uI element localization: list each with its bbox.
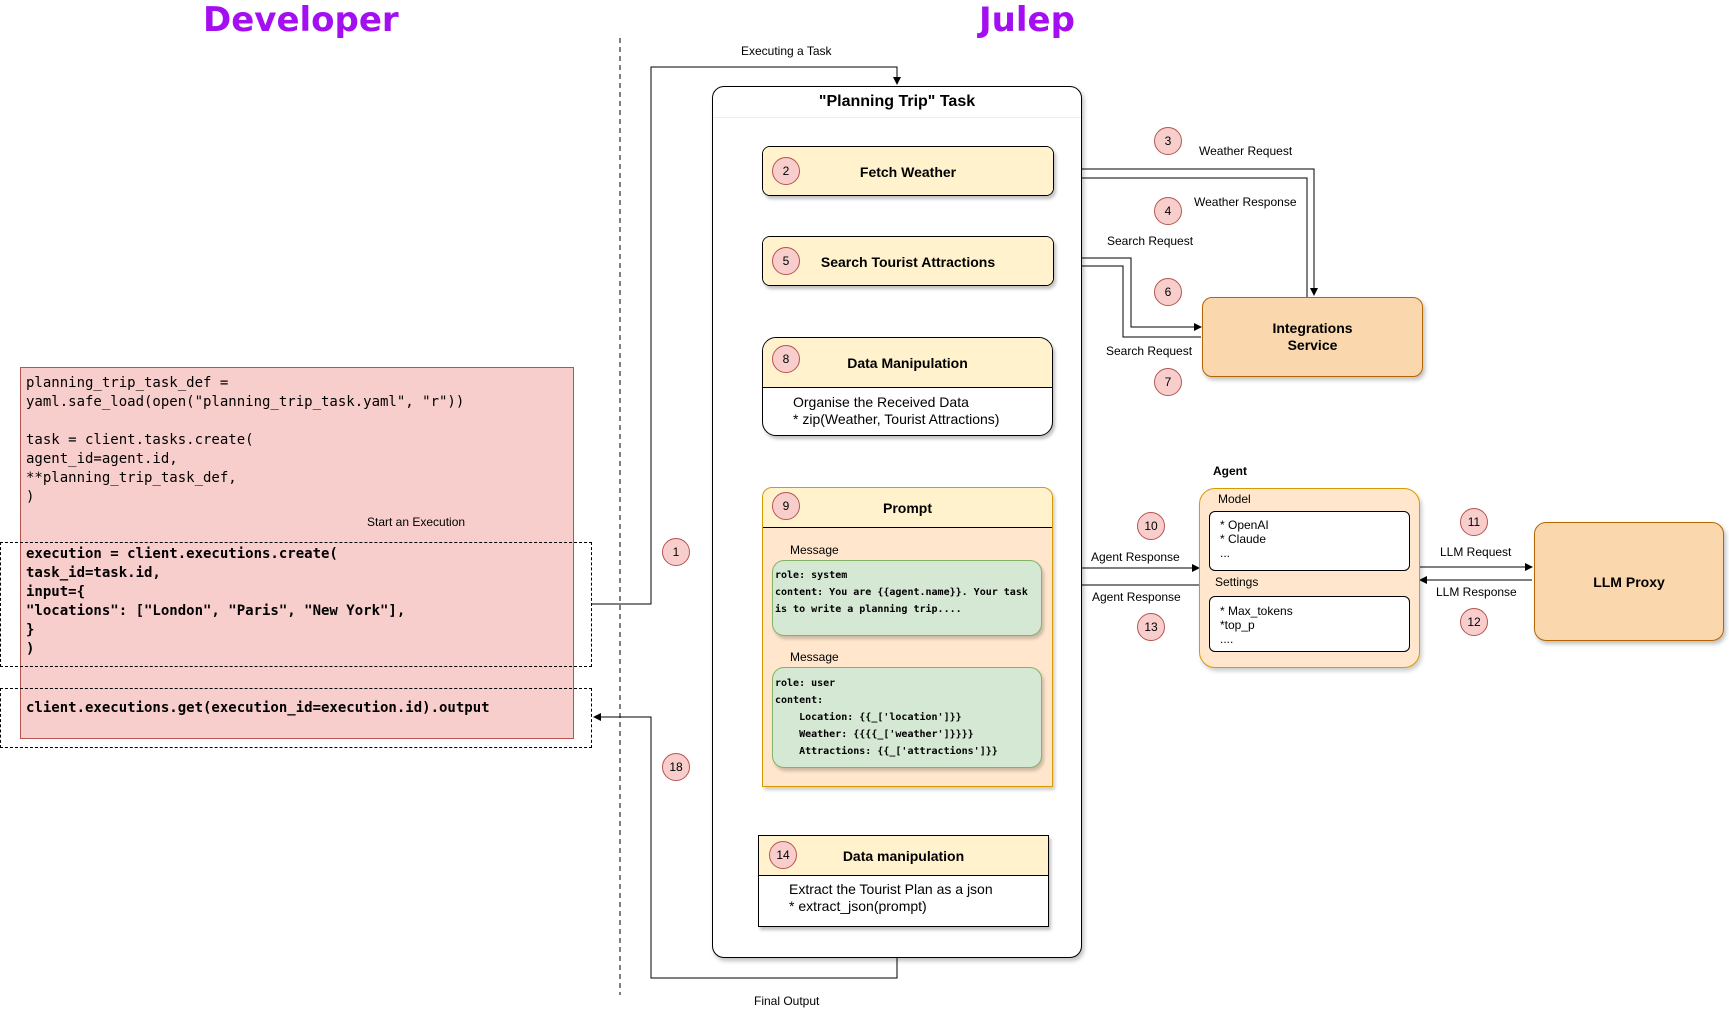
prompt-title: Prompt [763,488,1052,528]
message-label-1: Message [790,543,839,557]
step-fetch-weather: Fetch Weather [762,146,1054,196]
search-response-arrow [1054,262,1201,338]
step-number-10: 10 [1137,512,1165,540]
settings-list: * Max_tokens *top_p .... [1209,596,1410,652]
step-number-11: 11 [1460,508,1488,536]
step-search-attractions: Search Tourist Attractions [762,236,1054,286]
execution-create-code: execution = client.executions.create( ta… [26,546,406,657]
step-number-1: 1 [662,538,690,566]
step-number-2: 2 [772,157,800,185]
search-request-arrow [1053,257,1202,331]
execution-create-frame [0,542,592,667]
fetch-weather-title: Fetch Weather [763,147,1053,195]
search-attractions-title: Search Tourist Attractions [763,237,1053,285]
data-manipulation-body: Organise the Received Data * zip(Weather… [793,394,1000,427]
step-number-5: 5 [772,247,800,275]
final-output-label: Final Output [754,994,820,1008]
step-data-manipulation-2: Data manipulation Extract the Tourist Pl… [758,835,1049,927]
step-number-7: 7 [1154,368,1182,396]
step-number-18: 18 [662,753,690,781]
step-number-4: 4 [1154,197,1182,225]
data-manipulation-2-body: Extract the Tourist Plan as a json * ext… [789,881,993,914]
setup-code: planning_trip_task_def = yaml.safe_load(… [26,375,465,505]
weather-response-label: Weather Response [1194,195,1297,209]
step-number-3: 3 [1154,127,1182,155]
execute-arrow [592,66,901,605]
model-label: Model [1218,492,1251,506]
final-output-arrow [593,713,898,979]
step-number-6: 6 [1154,278,1182,306]
settings-label: Settings [1215,575,1259,589]
executing-task-label: Executing a Task [741,44,832,58]
step-number-12: 12 [1460,608,1488,636]
model-list: * OpenAI * Claude ... [1209,511,1410,571]
weather-request-arrow [1053,168,1318,296]
execution-get-frame [0,688,592,748]
task-title: "Planning Trip" Task [713,87,1081,118]
step-data-manipulation: Data Manipulation Organise the Received … [762,337,1053,436]
step-number-8: 8 [772,345,800,373]
data-manipulation-title: Data Manipulation [763,338,1052,388]
llm-request-label: LLM Request [1440,545,1512,559]
search-request-label-bottom: Search Request [1106,344,1193,358]
agent-title: Agent [1213,464,1247,478]
message-user: role: user content: Location: {{_['locat… [772,667,1042,768]
agent-response-label-top: Agent Response [1091,550,1180,564]
integrations-service: Integrations Service [1202,297,1423,377]
data-manipulation-2-title: Data manipulation [759,836,1048,876]
message-system: role: system content: You are {{agent.na… [772,560,1042,636]
step-number-13: 13 [1137,613,1165,641]
developer-code-panel [20,367,574,739]
start-execution-label: Start an Execution [367,515,466,529]
llm-proxy: LLM Proxy [1534,522,1724,641]
step-number-9: 9 [772,492,800,520]
execution-get-code: client.executions.get(execution_id=execu… [26,700,490,716]
weather-response-arrow [1054,174,1308,297]
llm-response-label: LLM Response [1436,585,1517,599]
step-number-14: 14 [769,841,797,869]
developer-heading: Developer [203,0,399,40]
agent-response-label-bottom: Agent Response [1092,590,1181,604]
message-label-2: Message [790,650,839,664]
weather-request-label: Weather Request [1199,144,1293,158]
search-request-label-top: Search Request [1107,234,1194,248]
julep-heading: Julep [979,0,1075,40]
